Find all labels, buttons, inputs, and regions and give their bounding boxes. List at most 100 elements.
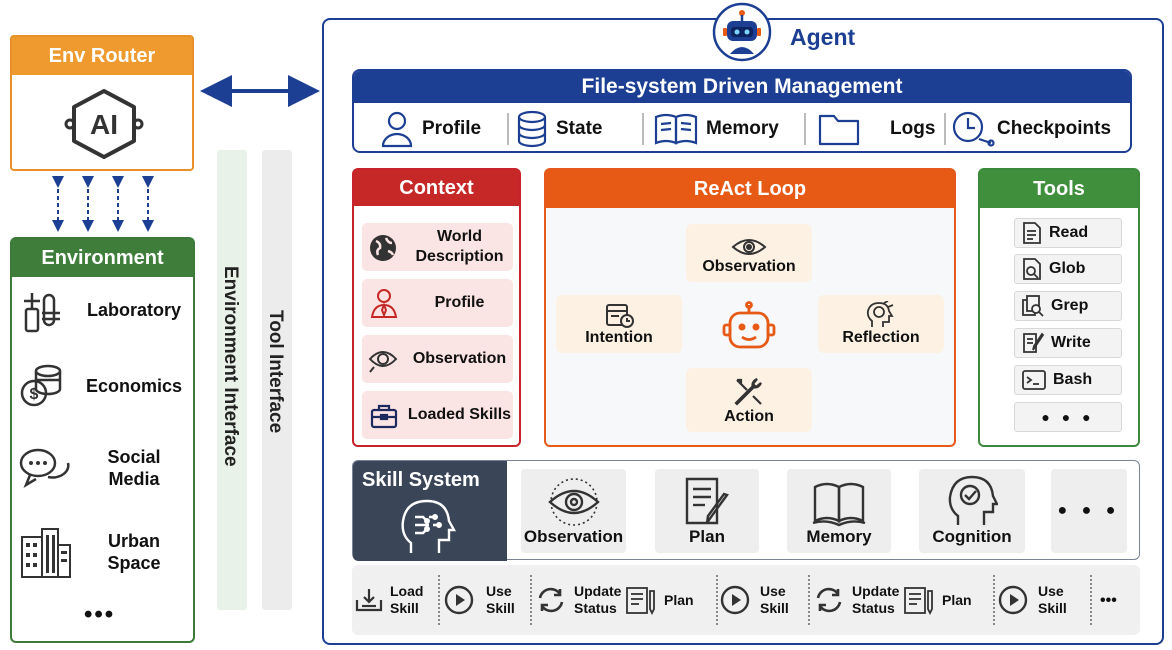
step-line1: Use [1038,583,1064,599]
tool-item-label: Write [1051,334,1091,351]
tool-item-read: Read [1014,218,1122,248]
calendar-clock-icon [606,304,634,328]
play-icon [720,585,750,615]
eye-target-icon [547,478,600,526]
fs-item-logs-label: Logs [890,118,936,139]
environment-interface-strip [217,150,247,610]
step-divider [808,575,810,625]
fs-item-state-label: State [556,118,603,139]
eye-icon [368,351,398,373]
folder-icon [818,114,860,146]
step-line2: Skill [390,600,419,616]
tool-item-more: ● ● ● [1014,402,1122,432]
lab-flask-icon [24,293,60,333]
fs-item-memory: Memory [654,105,779,151]
refresh-icon [538,587,564,613]
database-icon [517,110,547,148]
step-plan: Plan [624,565,694,635]
step-divider [1090,575,1092,625]
tool-item-bash: Bash [1014,365,1122,395]
fs-divider [944,113,946,145]
file-search-icon [1023,258,1041,280]
tools-more: ● ● ● [1041,409,1095,425]
terminal-icon [1022,370,1046,390]
skill-card-more: ● ● ● [1051,469,1127,553]
person-tie-icon [370,289,398,318]
step-line2: Status [574,600,617,616]
skill-system-panel: Skill System Observation Plan Memory Cog… [352,460,1140,561]
environment-more: ••• [84,601,116,628]
skill-system-title: Skill System [362,469,480,491]
step-divider [530,575,532,625]
skill-card-label: Plan [689,527,725,546]
play-icon [998,585,1028,615]
step-line2: Skill [486,600,515,616]
load-skill-icon [355,589,383,612]
globe-icon [370,235,396,261]
step-line1: Plan [942,591,972,608]
file-system-management-panel: File-system Driven Management Profile St… [352,69,1132,153]
skill-card-label: Observation [523,527,624,546]
environment-title: Environment [12,239,193,277]
tools-panel: Tools Read Glob Grep Write Bash ● ● ● [978,168,1140,447]
skill-card-memory: Memory [787,469,891,553]
plan-checklist-icon [685,477,729,525]
context-item-observation: Observation [362,335,513,383]
clock-icon [952,111,995,147]
step-line2: Skill [760,600,789,616]
chat-bubbles-icon [19,448,70,488]
environment-item-economics: Economics [85,376,183,396]
step-line1: Load [390,583,424,599]
environment-item-urban-space: Urban Space [107,531,161,573]
robot-face-icon [722,301,776,349]
robot-avatar-icon [712,2,772,62]
skill-card-plan: Plan [655,469,759,553]
context-title: Context [354,170,519,206]
step-more: ••• [1100,565,1117,635]
step-line1: Update [852,583,900,599]
context-item-loaded-skills: Loaded Skills [362,391,513,439]
ai-logo-text: AI [90,109,118,140]
tool-item-label: Bash [1053,371,1093,388]
context-item-world-description: World Description [362,223,513,271]
context-item-label: Loaded Skills [407,406,512,423]
open-book-icon [654,113,698,145]
play-icon [444,585,474,615]
context-item-label: Profile [434,294,485,311]
head-check-icon [948,475,998,525]
coins-icon: $ [20,364,62,407]
fs-divider [642,113,644,145]
react-node-intention: Intention [556,295,682,353]
tool-item-write: Write [1014,328,1122,358]
reflection-label: Reflection [842,329,920,346]
ai-head-icon [401,499,457,553]
fs-item-profile-label: Profile [422,118,482,139]
step-line1: ••• [1100,591,1117,609]
react-node-observation: Observation [686,224,812,282]
env-router-panel: Env Router AI [10,35,194,171]
plan-doc-icon [904,587,933,615]
fs-item-logs: Logs [818,105,936,151]
eye-icon [731,239,767,255]
skill-more: ● ● ● [1057,502,1121,519]
step-divider [438,575,440,625]
fs-item-memory-label: Memory [706,118,779,139]
tool-item-glob: Glob [1014,254,1122,284]
react-node-action: Action [686,368,812,432]
ai-chip-icon: AI [64,89,144,159]
fs-item-state: State [516,105,603,151]
skill-card-label: Memory [806,527,872,546]
step-line2: Status [852,600,895,616]
tools-title: Tools [980,170,1138,208]
env-router-title: Env Router [12,37,192,75]
briefcase-icon [370,404,398,429]
tool-item-label: Grep [1051,297,1089,314]
observation-label: Observation [702,258,796,275]
plan-doc-icon [626,587,655,615]
router-environment-arrows [52,176,154,232]
environment-panel: Environment Laboratory $ Economics Socia… [10,237,195,643]
